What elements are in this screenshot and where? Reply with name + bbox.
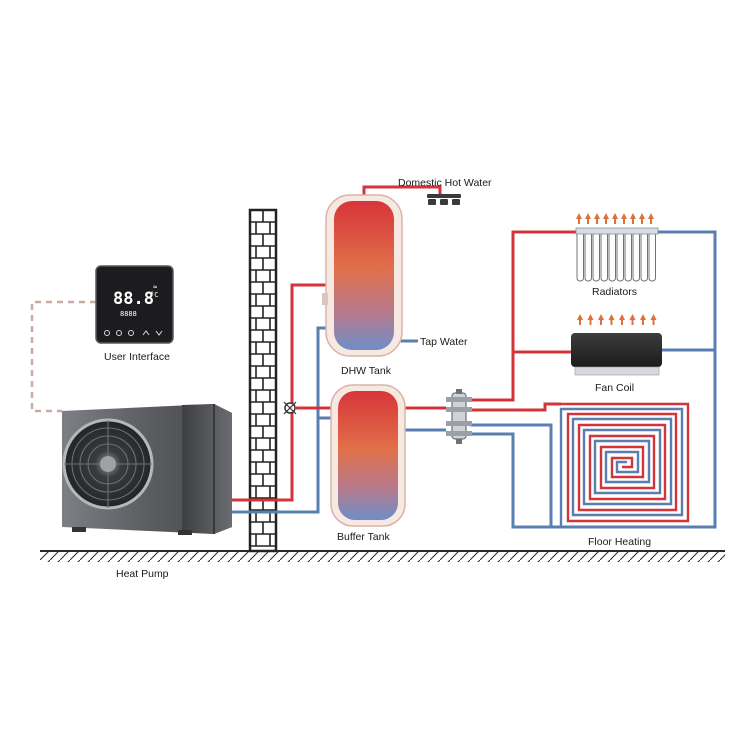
dhw-tank xyxy=(322,194,403,357)
hot-pipes xyxy=(232,185,576,502)
mode-icon xyxy=(116,330,122,336)
thermostat-main-reading: 88.8 xyxy=(113,289,154,309)
heat-arrows-radiator xyxy=(576,213,654,224)
clock-icon xyxy=(128,330,134,336)
label-domestic-hot-water: Domestic Hot Water xyxy=(398,177,492,189)
control-cable xyxy=(30,300,96,413)
label-radiators: Radiators xyxy=(592,286,637,298)
buffer-tank xyxy=(330,384,406,527)
label-fan-coil: Fan Coil xyxy=(595,382,634,394)
user-interface-thermostat: 88.8 °C 8888 ≈ xyxy=(95,265,174,344)
heat-arrows-fan-coil xyxy=(577,314,657,325)
fan-coil-unit xyxy=(571,333,662,376)
label-heat-pump: Heat Pump xyxy=(116,568,169,580)
shower-head-icon xyxy=(427,194,461,205)
thermostat-unit: °C xyxy=(150,291,158,299)
ground-line xyxy=(40,550,725,562)
label-buffer-tank: Buffer Tank xyxy=(337,531,390,543)
down-icon xyxy=(155,330,163,336)
wifi-icon: ≈ xyxy=(153,283,157,291)
floor-heating-coil xyxy=(559,402,690,527)
label-tap-water: Tap Water xyxy=(420,336,468,348)
label-dhw-tank: DHW Tank xyxy=(341,365,392,377)
radiator xyxy=(575,227,659,282)
up-icon xyxy=(142,330,150,336)
manifold xyxy=(446,389,472,444)
heat-pump-unit xyxy=(62,404,232,535)
label-floor-heating: Floor Heating xyxy=(588,536,651,548)
three-way-valve-icon xyxy=(283,401,297,415)
label-user-interface: User Interface xyxy=(104,351,170,363)
power-icon xyxy=(104,330,110,336)
thermostat-sub-reading: 8888 xyxy=(120,310,137,318)
brick-wall xyxy=(248,208,278,553)
